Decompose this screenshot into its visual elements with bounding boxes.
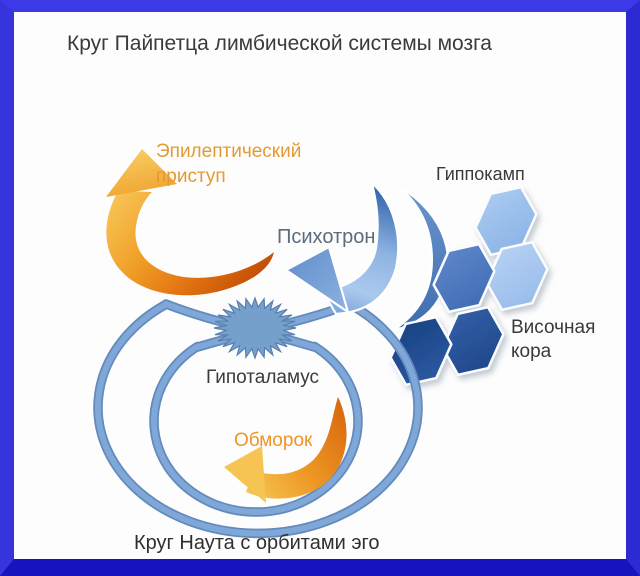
epileptic-label-line2: приступ [156,166,226,187]
hexagon-1 [474,185,538,257]
hypothalamus-label: Гипоталамус [206,367,319,388]
diagram-title: Круг Пайпетца лимбической системы мозга [67,32,492,55]
temporal-cortex-hexagons [389,185,549,387]
papez-big-loop [95,301,421,537]
epileptic-arrowhead [106,149,177,197]
diagram-svg: Круг Пайпетца лимбической системы мозга … [67,32,595,554]
psychotron-arrowhead [284,245,350,314]
hexagon-2 [485,240,549,312]
diagram-caption: Круг Наута с орбитами эго [134,532,380,554]
faint-arrow-body [246,397,347,499]
faint-arrowhead [224,446,266,503]
epileptic-arrow-body [106,191,274,296]
faint-label: Обморок [234,430,313,451]
faint-arrow [224,397,347,503]
hippocampus-label: Гиппокамп [436,164,525,184]
hippocampus-crescent [393,185,450,331]
hexagon-3 [432,242,496,314]
hexagon-5 [389,315,453,387]
psychotron-arrow [284,181,400,316]
nauta-small-loop [151,343,361,516]
temporal-cortex-label-line2: кора [511,341,552,362]
hypothalamus-star [213,296,297,360]
temporal-cortex-label-line1: Височная [511,317,595,338]
epileptic-arrow [106,149,274,296]
hexagon-4 [441,305,505,377]
psychotron-arrow-body [320,181,400,316]
psychotron-label: Психотрон [277,226,375,248]
epileptic-label-line1: Эпилептический [156,141,301,162]
